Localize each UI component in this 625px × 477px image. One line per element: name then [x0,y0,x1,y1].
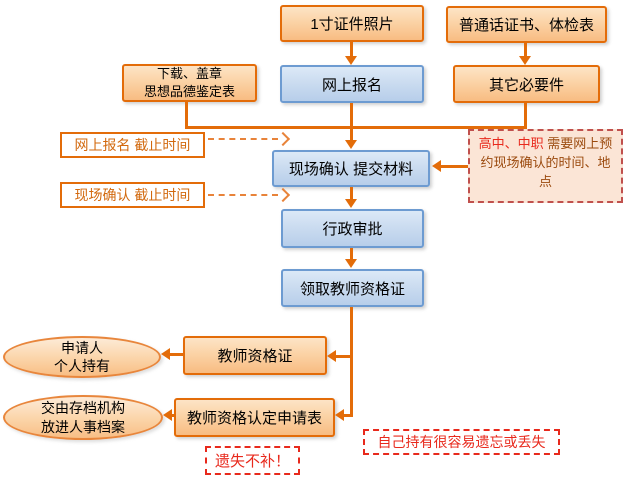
arrowhead-mandarin-to-other [519,56,531,65]
node-mandarin-cert: 普通话证书、体检表 [446,6,607,43]
node-archive-org-line1: 交由存档机构 [41,400,125,417]
node-mandarin-cert-label: 普通话证书、体检表 [458,17,594,34]
note-no-reissue-label: 遗失不补！ [214,453,290,470]
note-reserve: 高中、中职 需要网上预约现场确认的时间、地点 [468,129,623,203]
node-application-form-label: 教师资格认定申请表 [186,410,322,427]
note-no-reissue: 遗失不补！ [205,446,300,475]
line-mandarin-to-other [524,43,527,56]
line-online-reg-to-onsite [350,103,353,140]
line-cert-to-applicant [170,353,183,356]
node-applicant-hold-line2: 个人持有 [54,358,110,374]
arrowhead-online-reg-to-onsite [345,140,357,149]
line-note-to-onsite [441,165,468,168]
arrowhead-branch-teacher-cert [327,350,336,362]
node-receive-cert-label: 领取教师资格证 [299,280,405,298]
node-onsite-deadline-label: 现场确认 截止时间 [74,187,191,203]
note-easy-lost: 自己持有很容易遗忘或丢失 [363,429,560,455]
line-receive-trunk [350,307,353,417]
arrowhead-photo-to-online-reg [345,56,357,65]
node-teacher-cert-label: 教师资格证 [217,348,293,365]
node-onsite-deadline: 现场确认 截止时间 [60,182,205,208]
note-reserve-rest: 需要网上预约现场确认的时间、地点 [480,136,613,189]
line-photo-to-online-reg [350,42,353,56]
node-download-stamp-line2: 思想品德鉴定表 [143,84,235,99]
arrowhead-note-to-onsite [432,160,441,172]
node-onsite-confirm-label: 现场确认 提交材料 [288,161,414,178]
node-admin-approval: 行政审批 [281,209,424,248]
node-photo: 1寸证件照片 [280,5,424,42]
line-branch-teacher-cert [336,355,352,358]
node-onsite-confirm: 现场确认 提交材料 [272,150,430,187]
arrowhead-form-to-archive [163,409,172,421]
dashed-line-onsite-deadline [208,194,278,196]
node-other-required: 其它必要件 [453,65,600,103]
node-download-stamp-line1: 下载、盖章 [156,66,222,82]
arrowhead-cert-to-applicant [161,348,170,360]
node-applicant-hold-line1: 申请人 [61,339,103,356]
node-photo-label: 1寸证件照片 [310,16,394,33]
node-applicant-hold: 申请人 个人持有 [3,336,161,378]
node-teacher-cert: 教师资格证 [183,336,327,375]
node-admin-approval-label: 行政审批 [322,221,383,238]
node-receive-cert: 领取教师资格证 [281,269,424,307]
arrowhead-onsite-deadline [275,187,291,203]
node-online-reg-label: 网上报名 [321,76,382,94]
line-merge-horizontal [185,126,527,129]
line-other-down [524,103,527,126]
node-online-deadline-label: 网上报名 截止时间 [74,137,191,153]
line-download-down [185,102,188,126]
arrowhead-online-deadline [275,131,291,147]
arrowhead-onsite-to-admin [345,199,357,208]
line-form-to-archive [171,414,174,417]
node-download-stamp: 下载、盖章 思想品德鉴定表 [122,64,257,102]
line-onsite-to-admin [350,187,353,200]
node-archive-org-line2: 放进人事档案 [41,418,125,435]
node-other-required-label: 其它必要件 [488,76,564,94]
node-online-deadline: 网上报名 截止时间 [60,132,205,158]
dashed-line-online-deadline [208,138,278,140]
note-reserve-highlight: 高中、中职 [478,136,544,151]
line-admin-to-receive [350,248,353,260]
note-easy-lost-label: 自己持有很容易遗忘或丢失 [377,434,546,450]
node-online-reg: 网上报名 [280,65,424,103]
node-archive-org: 交由存档机构 放进人事档案 [3,395,163,440]
arrowhead-branch-application-form [335,409,344,421]
line-branch-application-form [344,414,353,417]
arrowhead-admin-to-receive [345,259,357,268]
node-application-form: 教师资格认定申请表 [174,398,335,437]
